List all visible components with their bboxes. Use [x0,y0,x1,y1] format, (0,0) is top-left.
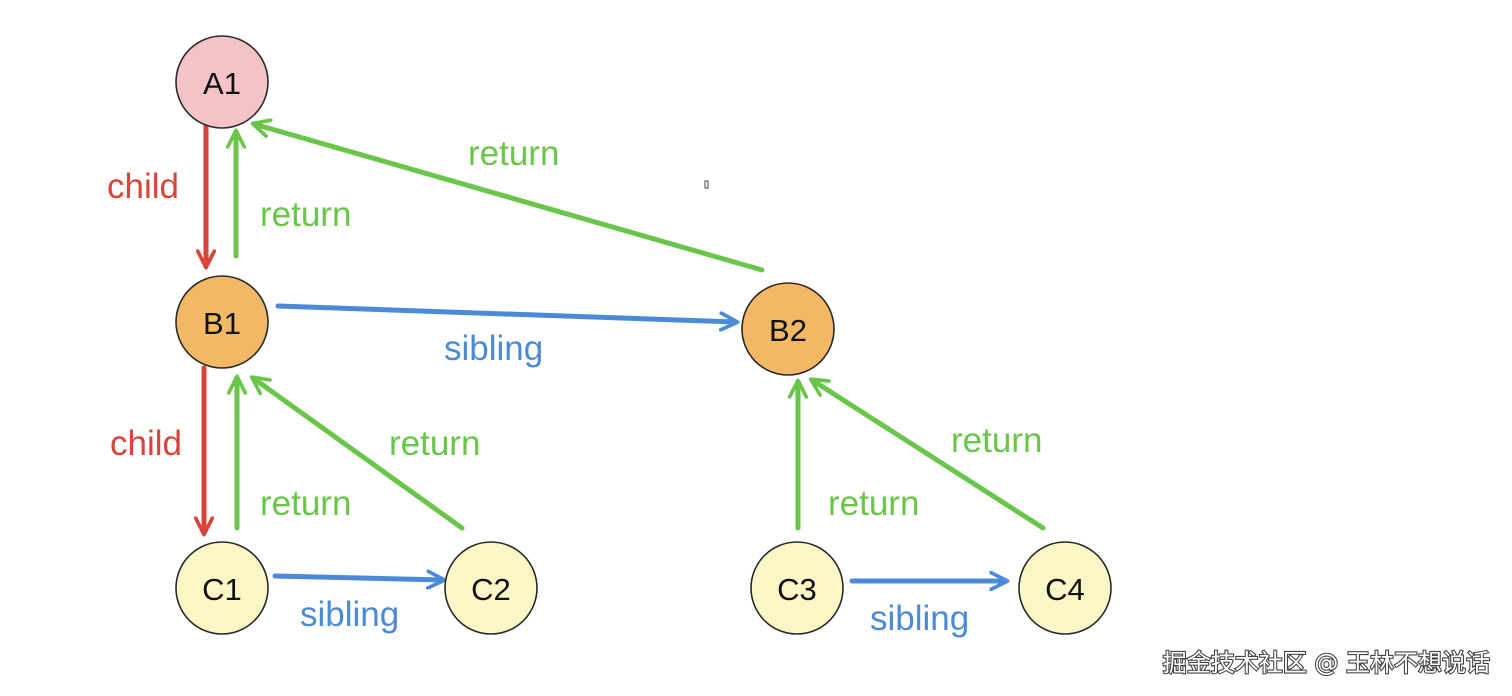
node-c2-circle [444,541,538,635]
label-c1-b1-return: return [260,484,351,523]
label-b2-a1-return: return [468,134,559,173]
label-b1-a1-return: return [260,195,351,234]
node-c3-circle [750,541,844,635]
label-b1-b2-sibling: sibling [444,329,543,368]
nodes: A1 B1 B2 C1 C2 C3 C4 [175,35,1112,635]
node-c4-label: C4 [1045,572,1085,607]
node-c1: C1 [175,541,269,635]
label-c2-b1-return: return [389,424,480,463]
node-a1-circle [175,35,269,129]
edge-b2-a1-return [254,124,765,273]
node-c4-circle [1018,541,1112,635]
node-a1: A1 [175,35,269,129]
label-c3-b2-return: return [828,484,919,523]
node-b2-circle [741,282,835,376]
node-b1-circle [175,275,269,369]
node-c2: C2 [444,541,538,635]
node-b1-label: B1 [203,306,241,341]
node-a1-label: A1 [203,66,241,101]
node-c2-label: C2 [471,572,511,607]
node-c1-circle [175,541,269,635]
node-c1-label: C1 [202,572,242,607]
label-a1-b1-child: child [107,167,179,206]
edge-c4-b2-return [812,380,1046,531]
watermark: 掘金技术社区 @ 玉林不想说话 [1163,649,1490,677]
node-b2-label: B2 [769,313,807,348]
node-b1: B1 [175,275,269,369]
edge-c2-b1-return [253,378,465,531]
text-cursor-icon [704,180,709,189]
node-c3-label: C3 [777,572,817,607]
label-c1-c2-sibling: sibling [300,595,399,634]
edges [204,124,1046,581]
node-c3: C3 [750,541,844,635]
node-b2: B2 [741,282,835,376]
node-c4: C4 [1018,541,1112,635]
label-c4-b2-return: return [951,421,1042,460]
label-b1-c1-child: child [110,424,182,463]
edge-c1-c2-sibling [272,576,443,580]
edge-labels: child return return sibling child return… [107,134,1042,638]
label-c3-c4-sibling: sibling [870,599,969,638]
edge-b1-b2-sibling [275,303,736,322]
